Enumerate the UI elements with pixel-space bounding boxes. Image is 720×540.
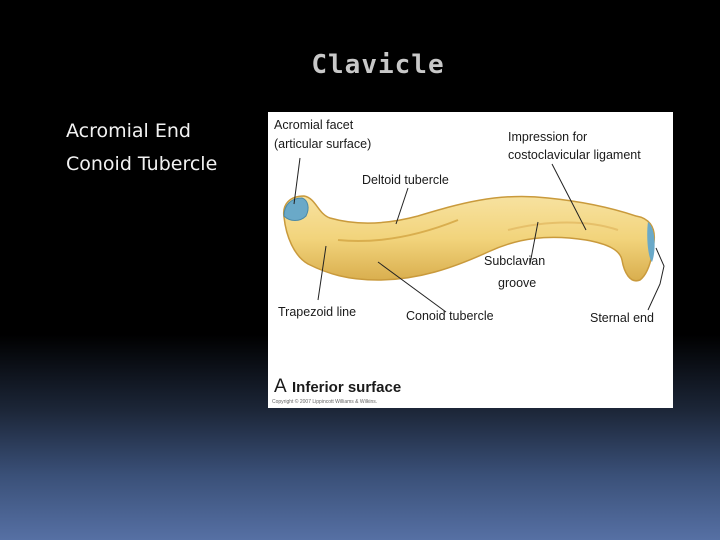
label-groove: groove [498,276,536,290]
slide-title: Clavicle [311,50,445,80]
clavicle-bone [282,195,656,282]
label-articular-surface: (articular surface) [274,137,371,151]
figure-copyright: Copyright © 2007 Lippincott Williams & W… [272,398,377,405]
panel-letter: A [274,376,287,397]
label-costoclavicular-ligament: costoclavicular ligament [508,148,641,162]
bullet-conoid-tubercle: Conoid Tubercle [66,153,218,175]
bullet-list: Acromial End Conoid Tubercle [66,118,217,184]
subclavian-groove-shading [507,221,619,231]
label-deltoid-tubercle: Deltoid tubercle [362,173,449,187]
label-impression-for: Impression for [508,130,587,144]
clavicle-illustration: Acromial facet (articular surface) Impre… [272,118,665,405]
bone-shading [337,219,459,243]
sternal-facet-shape [647,222,655,262]
label-acromial-facet: Acromial facet [274,118,354,132]
leader-lines [293,157,665,313]
label-subclavian: Subclavian [484,254,545,268]
label-conoid-tubercle: Conoid tubercle [406,309,494,323]
label-sternal-end: Sternal end [590,311,654,325]
clavicle-figure: Acromial facet (articular surface) Impre… [268,112,673,408]
bullet-acromial-end: Acromial End [66,120,191,142]
acromial-facet-shape [283,197,309,221]
label-trapezoid-line: Trapezoid line [278,305,356,319]
panel-caption: Inferior surface [292,379,401,396]
